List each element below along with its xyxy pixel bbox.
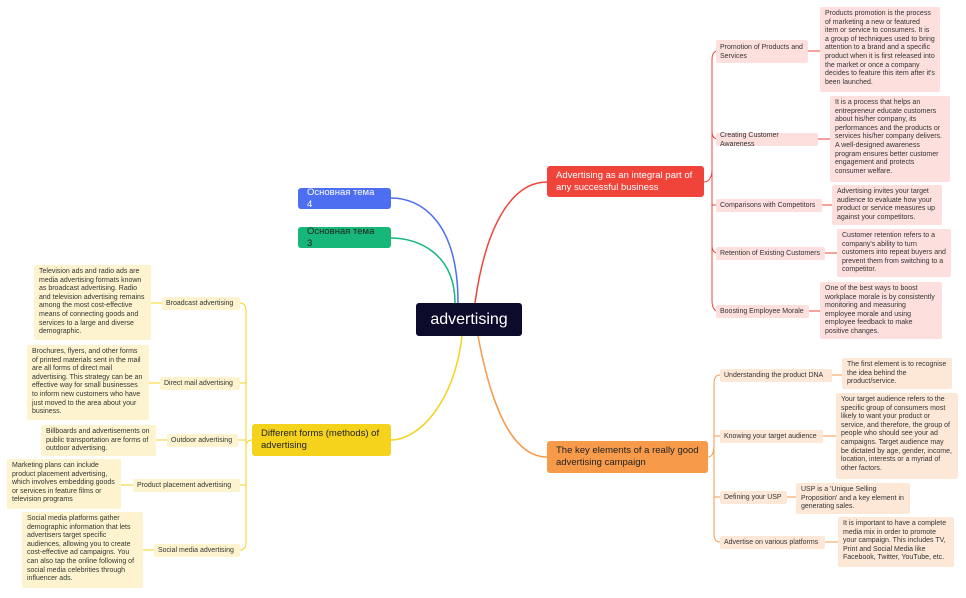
desc-retention: Customer retention refers to a company's…: [837, 229, 951, 277]
topic-key-elements-label: The key elements of a really good advert…: [556, 445, 699, 468]
subtopic-various-platforms[interactable]: Advertise on various platforms: [720, 536, 825, 549]
desc-social-media: Social media platforms gather demographi…: [22, 512, 143, 588]
topic-integral-part[interactable]: Advertising as an integral part of any s…: [547, 166, 704, 197]
subtopic-retention[interactable]: Retention of Existing Customers: [716, 247, 825, 260]
desc-customer-awareness: It is a process that helps an entreprene…: [830, 96, 950, 182]
desc-outdoor: Billboards and advertisements on public …: [41, 425, 156, 456]
subtopic-usp[interactable]: Defining your USP: [720, 491, 787, 504]
central-topic[interactable]: advertising: [416, 303, 522, 336]
desc-broadcast: Television ads and radio ads are media a…: [34, 265, 151, 340]
desc-various-platforms: It is important to have a complete media…: [838, 517, 954, 567]
subtopic-target-audience[interactable]: Knowing your target audience: [720, 430, 823, 443]
subtopic-product-placement[interactable]: Product placement advertising: [133, 479, 240, 492]
desc-promotion: Products promotion is the process of mar…: [820, 7, 940, 92]
topic-3[interactable]: Основная тема 3: [298, 225, 391, 249]
subtopic-social-media[interactable]: Social media advertising: [154, 544, 240, 557]
topic-forms-label: Different forms (methods) of advertising: [261, 428, 380, 451]
subtopic-direct-mail[interactable]: Direct mail advertising: [160, 377, 240, 390]
desc-comparisons: Advertising invites your target audience…: [832, 185, 942, 225]
subtopic-broadcast[interactable]: Broadcast advertising: [162, 297, 240, 310]
topic-4[interactable]: Основная тема 4: [298, 186, 391, 210]
subtopic-customer-awareness[interactable]: Creating Customer Awareness: [716, 132, 818, 148]
topic-integral-part-label: Advertising as an integral part of any s…: [556, 169, 693, 193]
subtopic-comparisons[interactable]: Comparisons with Competitors: [716, 199, 822, 212]
topic-3-label: Основная тема 3: [307, 225, 375, 249]
topic-4-label: Основная тема 4: [307, 186, 375, 210]
topic-forms-of-advertising[interactable]: Different forms (methods) of advertising: [252, 424, 391, 456]
desc-direct-mail: Brochures, flyers, and other forms of pr…: [27, 345, 149, 420]
subtopic-promotion[interactable]: Promotion of Products and Services: [716, 40, 808, 63]
topic-key-elements[interactable]: The key elements of a really good advert…: [547, 441, 708, 473]
subtopic-outdoor[interactable]: Outdoor advertising: [167, 434, 238, 447]
desc-product-placement: Marketing plans can include product plac…: [7, 459, 121, 509]
desc-usp: USP is a 'Unique Selling Proposition' an…: [796, 483, 910, 514]
subtopic-employee-morale[interactable]: Boosting Employee Morale: [716, 305, 809, 318]
desc-employee-morale: One of the best ways to boost workplace …: [820, 282, 942, 339]
desc-target-audience: Your target audience refers to the speci…: [836, 393, 958, 479]
subtopic-product-dna[interactable]: Understanding the product DNA: [720, 369, 832, 382]
desc-product-dna: The first element is to recognise the id…: [842, 358, 952, 389]
